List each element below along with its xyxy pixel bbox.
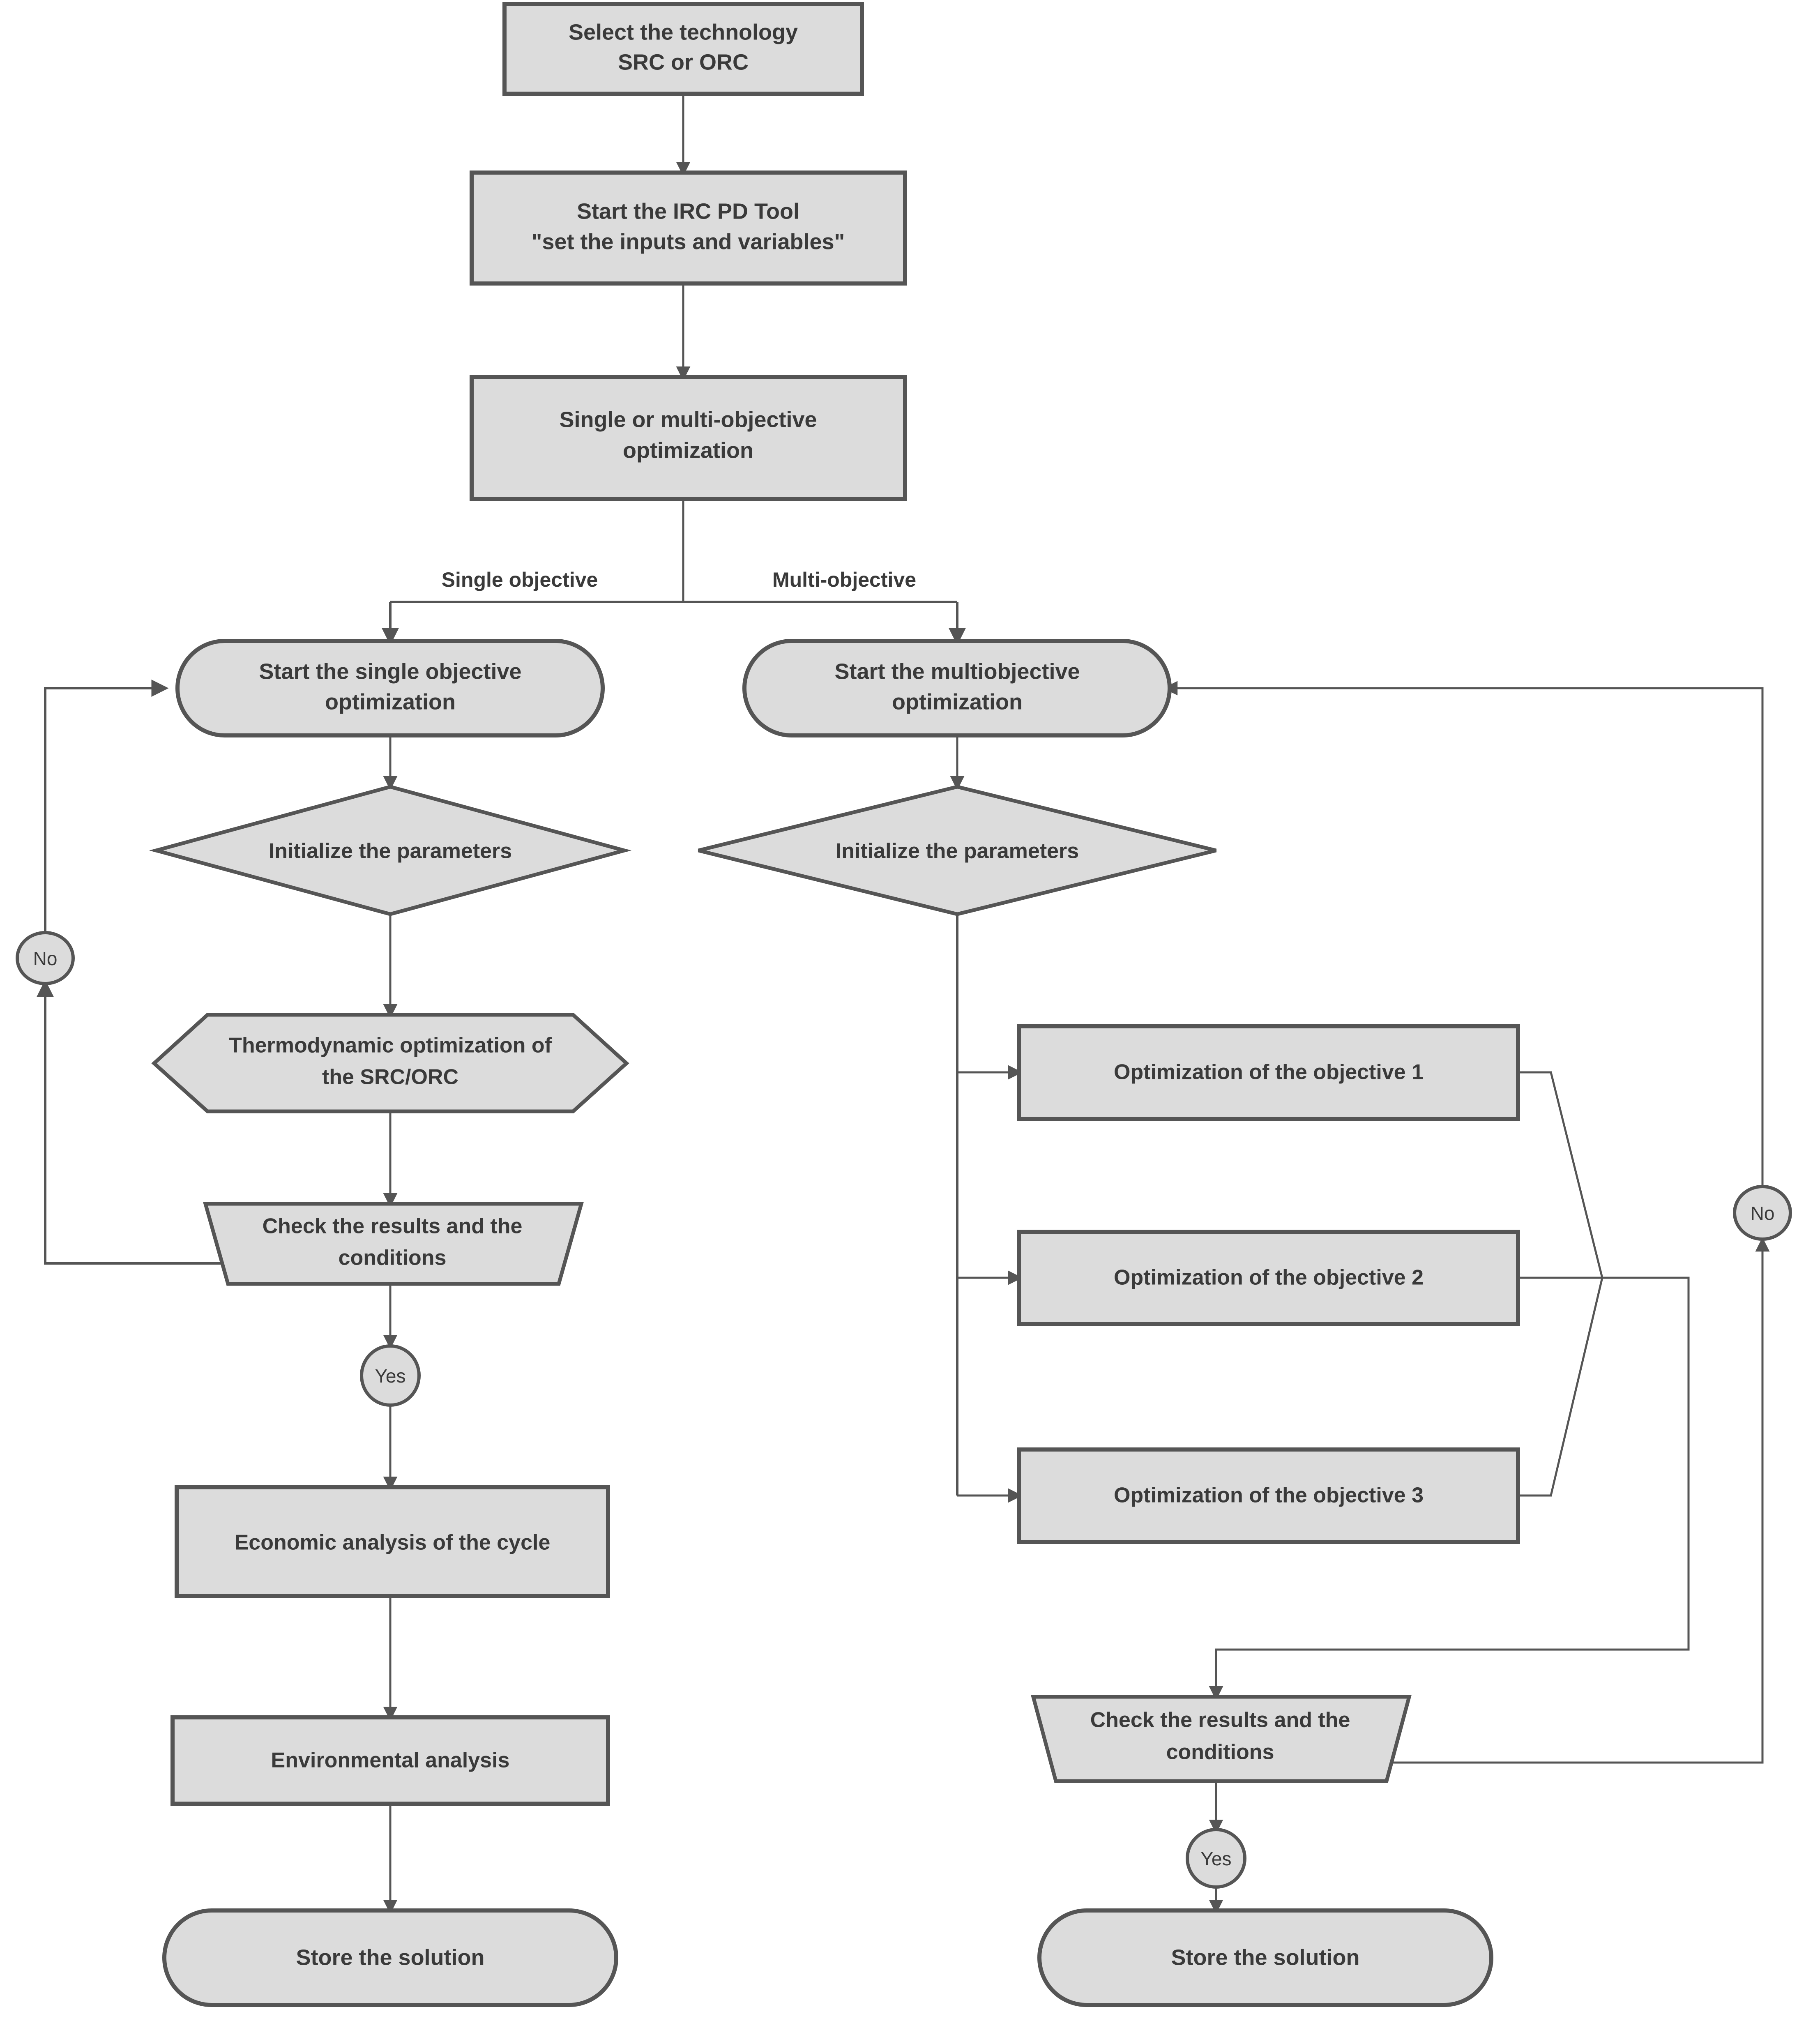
objective-2-box[interactable] xyxy=(1017,1230,1520,1326)
init-params-right-label: Initialize the parameters xyxy=(836,839,1079,863)
start-multi-box[interactable] xyxy=(742,639,1172,737)
select-technology-line-2: SRC or ORC xyxy=(618,50,749,74)
objective-1-label: Optimization of the objective 1 xyxy=(1114,1060,1424,1084)
select-technology-line-1: Select the technology xyxy=(569,20,798,44)
objective-1-box[interactable] xyxy=(1017,1024,1520,1121)
node-select-technology[interactable]: Select the technology SRC or ORC xyxy=(502,2,864,96)
node-store-solution-left[interactable]: Store the solution xyxy=(162,1908,618,2007)
node-start-tool[interactable]: Start the IRC PD Tool "set the inputs an… xyxy=(470,171,907,286)
yes-right-circle xyxy=(1186,1828,1246,1889)
no-right-label: No xyxy=(1751,1203,1775,1224)
start-single-line-2: optimization xyxy=(325,689,456,714)
start-tool-box[interactable] xyxy=(470,171,907,286)
check-right-trapezoid[interactable] xyxy=(1031,1695,1412,1783)
start-multi-line-2: optimization xyxy=(892,689,1023,714)
node-store-solution-right[interactable]: Store the solution xyxy=(1037,1908,1493,2007)
store-solution-left-box[interactable] xyxy=(162,1908,618,2007)
no-left-circle xyxy=(16,931,75,985)
check-right-line-2: conditions xyxy=(1166,1740,1274,1764)
node-objective-3[interactable]: Optimization of the objective 3 xyxy=(1017,1447,1520,1544)
store-solution-right-box[interactable] xyxy=(1037,1908,1493,2007)
thermo-opt-hexagon[interactable] xyxy=(151,1013,629,1113)
yes-left-label: Yes xyxy=(375,1365,405,1387)
thermo-opt-line-2: the SRC/ORC xyxy=(322,1065,458,1089)
node-objective-1[interactable]: Optimization of the objective 1 xyxy=(1017,1024,1520,1121)
node-no-right: No xyxy=(1733,1185,1792,1241)
init-params-left-label: Initialize the parameters xyxy=(269,839,512,863)
node-thermo-opt[interactable]: Thermodynamic optimization of the SRC/OR… xyxy=(151,1013,629,1113)
node-init-params-left[interactable]: Initialize the parameters xyxy=(149,785,632,916)
edge-no-right-to-multi xyxy=(1163,681,1764,1185)
store-solution-right-label: Store the solution xyxy=(1171,1945,1360,1970)
init-params-left-diamond[interactable] xyxy=(149,785,632,916)
yes-left-circle xyxy=(360,1344,421,1407)
environmental-analysis-box[interactable] xyxy=(170,1715,610,1806)
objective-3-label: Optimization of the objective 3 xyxy=(1114,1484,1424,1507)
node-objective-2[interactable]: Optimization of the objective 2 xyxy=(1017,1230,1520,1326)
single-or-multi-box[interactable] xyxy=(470,375,907,501)
no-left-label: No xyxy=(33,948,58,969)
single-or-multi-line-1: Single or multi-objective xyxy=(559,407,817,432)
select-technology-box[interactable] xyxy=(502,2,864,96)
single-or-multi-line-2: optimization xyxy=(623,438,753,463)
node-init-params-right[interactable]: Initialize the parameters xyxy=(698,785,1217,916)
no-right-circle xyxy=(1733,1185,1792,1241)
edges-layer xyxy=(37,94,1770,1914)
start-single-line-1: Start the single objective xyxy=(259,659,521,684)
start-multi-line-1: Start the multiobjective xyxy=(834,659,1080,684)
economic-analysis-label: Economic analysis of the cycle xyxy=(235,1531,551,1555)
edge-label-multi-objective: Multi-objective xyxy=(772,568,916,591)
start-single-box[interactable] xyxy=(175,639,605,737)
check-right-line-1: Check the results and the xyxy=(1090,1708,1350,1732)
check-left-trapezoid[interactable] xyxy=(203,1202,584,1286)
edge-label-single-objective: Single objective xyxy=(442,568,598,591)
start-tool-line-2: "set the inputs and variables" xyxy=(532,229,845,254)
node-start-multi[interactable]: Start the multiobjective optimization xyxy=(742,639,1172,737)
edge-check-right-no-loop xyxy=(1308,1255,1764,1764)
node-start-single[interactable]: Start the single objective optimization xyxy=(175,639,605,737)
economic-analysis-box[interactable] xyxy=(175,1485,610,1598)
node-economic-analysis[interactable]: Economic analysis of the cycle xyxy=(175,1485,610,1598)
store-solution-left-label: Store the solution xyxy=(296,1945,485,1970)
node-environmental-analysis[interactable]: Environmental analysis xyxy=(170,1715,610,1806)
init-params-right-diamond[interactable] xyxy=(698,785,1217,916)
check-left-line-2: conditions xyxy=(339,1246,447,1270)
node-yes-right: Yes xyxy=(1186,1828,1246,1889)
node-yes-left: Yes xyxy=(360,1344,421,1407)
node-check-left[interactable]: Check the results and the conditions xyxy=(203,1202,584,1286)
node-no-left: No xyxy=(16,931,75,985)
objective-2-label: Optimization of the objective 2 xyxy=(1114,1266,1424,1290)
objective-3-box[interactable] xyxy=(1017,1447,1520,1544)
edge-objective-3-merge xyxy=(1518,1277,1603,1497)
yes-right-label: Yes xyxy=(1200,1848,1231,1869)
thermo-opt-line-1: Thermodynamic optimization of xyxy=(229,1034,552,1058)
edge-merge-to-check-right xyxy=(1209,1277,1690,1701)
node-check-right[interactable]: Check the results and the conditions xyxy=(1031,1695,1412,1783)
environmental-analysis-label: Environmental analysis xyxy=(271,1749,510,1772)
edge-no-left-to-single xyxy=(44,680,169,933)
edge-objective-1-merge xyxy=(1518,1071,1603,1278)
node-single-or-multi[interactable]: Single or multi-objective optimization xyxy=(470,375,907,501)
check-left-line-1: Check the results and the xyxy=(263,1214,523,1238)
start-tool-line-1: Start the IRC PD Tool xyxy=(577,199,799,224)
